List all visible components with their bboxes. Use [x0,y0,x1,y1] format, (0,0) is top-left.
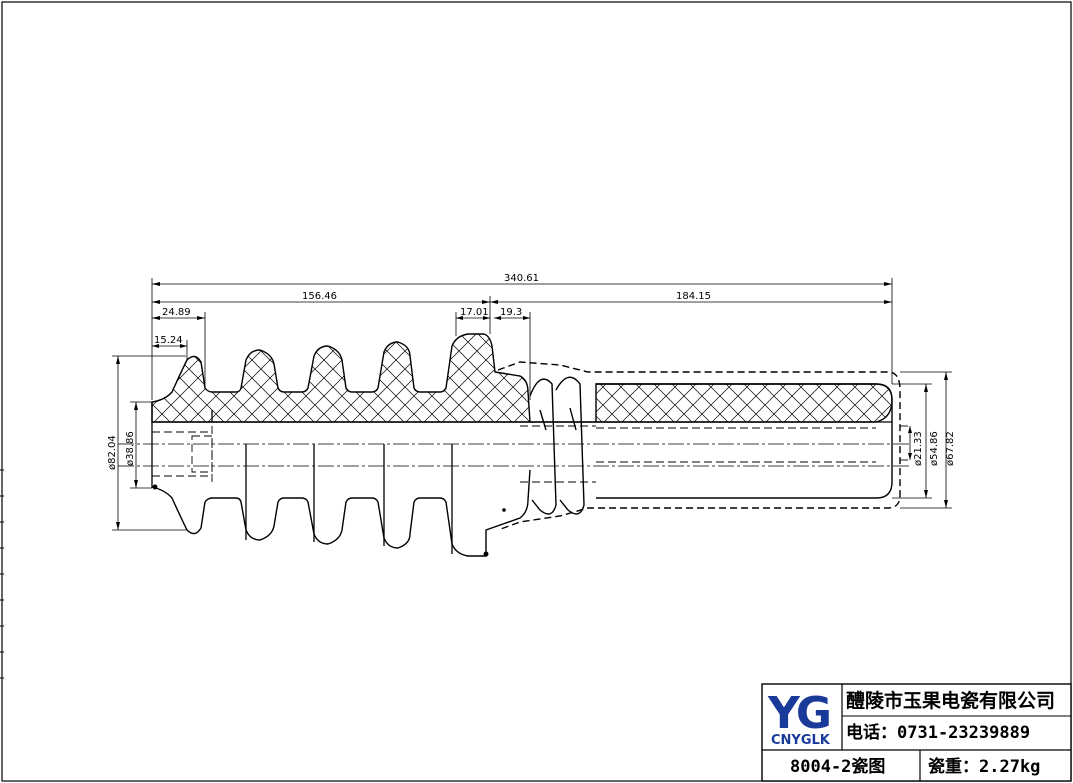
dim-top-width: 17.01 [460,307,489,318]
hidden-lines [152,425,910,486]
edge-ticks [0,469,4,679]
dim-gap: 19.3 [500,307,522,318]
dim-dia-mid-right: ø54.86 [929,431,940,466]
drawing-number: 8004-2瓷图 [790,756,885,777]
dimension-lines [112,278,952,531]
dim-shed-pitch: 24.89 [162,307,191,318]
dim-dia-outer-right: ø67.82 [945,431,956,466]
title-block [761,683,1072,782]
logo-letters: YG [767,688,829,739]
dim-flange-length: 15.24 [154,335,183,346]
company-name: 醴陵市玉果电瓷有限公司 [846,689,1055,712]
dim-dia-bore-left: ø38.86 [125,431,136,466]
dim-length-2: 184.15 [676,291,711,302]
company-logo: YG CNYGLK [767,688,833,748]
node-dot-mid [502,508,506,512]
section-upper-half [151,333,893,423]
logo-subtext: CNYGLK [771,733,831,748]
company-phone: 电话：0731-23239889 [846,722,1030,743]
node-dot-right [483,551,489,557]
node-dot-left [152,484,158,490]
dim-overall-length: 340.61 [504,273,539,284]
porcelain-weight: 瓷重：2.27kg [928,756,1040,777]
flange-end [151,402,453,554]
dim-dia-bore-right: ø21.33 [913,431,924,466]
centerlines [118,443,910,467]
dimension-arrows [116,282,948,530]
dim-dia-outer-left: ø82.04 [107,435,118,470]
outline-lower-half [151,361,901,557]
dim-length-1: 156.46 [302,291,337,302]
